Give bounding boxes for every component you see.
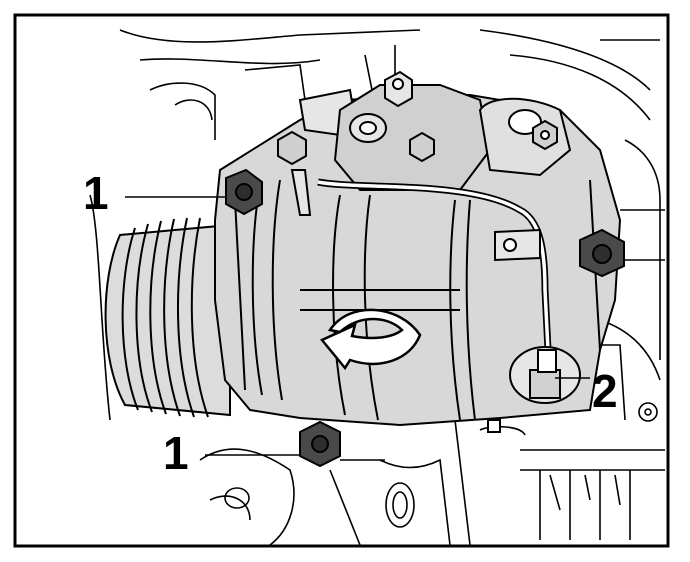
- bottom-connector: [509, 346, 581, 404]
- right-mounting-bolt: [579, 228, 625, 278]
- leader-lines: [125, 196, 590, 456]
- callout-label-1-lower: 1: [163, 427, 189, 479]
- hose-bracket: [494, 228, 541, 262]
- compressor-top-housing: [277, 70, 572, 216]
- compressor-pulley: [104, 217, 231, 418]
- curved-rotation-arrow-icon: [320, 308, 422, 371]
- callout-label-2: 2: [592, 365, 618, 417]
- hose-line: [317, 178, 552, 351]
- background-engine-outlines: [89, 29, 665, 546]
- callout-label-1-upper: 1: [83, 167, 109, 219]
- lower-mounting-bolt: [299, 420, 341, 468]
- upper-mounting-bolt: [225, 168, 263, 216]
- bottom-stud: [487, 419, 501, 433]
